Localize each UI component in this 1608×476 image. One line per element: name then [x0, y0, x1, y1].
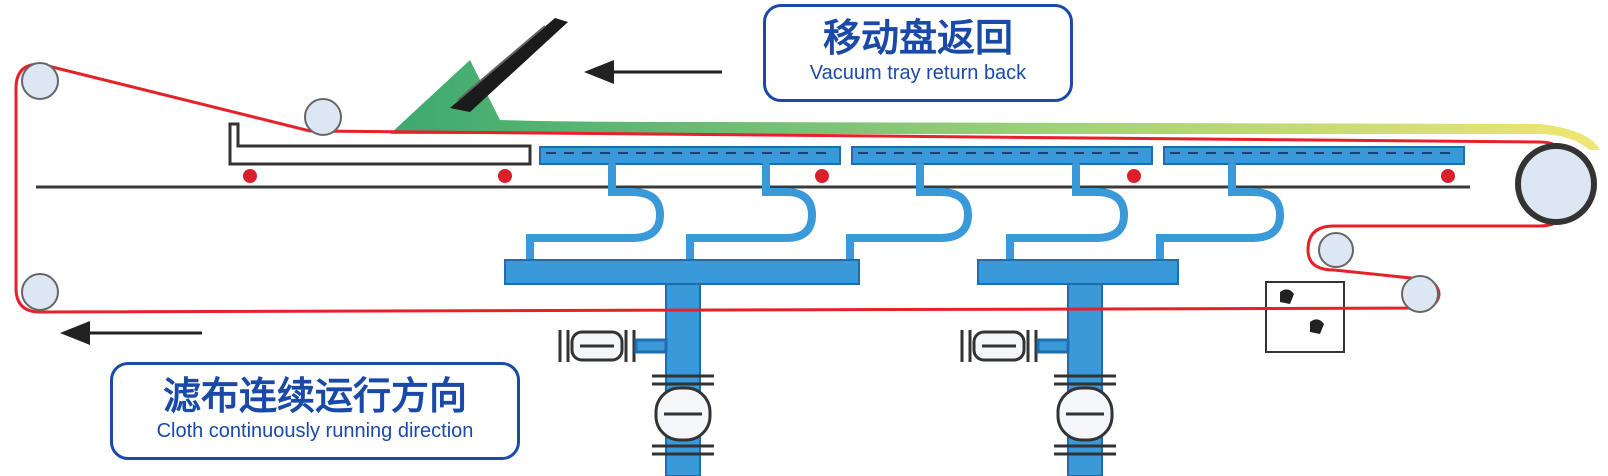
- cloth-direction-label-cn: 滤布连续运行方向: [162, 374, 467, 418]
- tray-return-label-cn: 移动盘返回: [822, 16, 1013, 60]
- tray-wheel: [498, 169, 512, 183]
- valve-icon: [558, 330, 668, 362]
- arrow-left-icon: [60, 321, 202, 345]
- cloth-direction-label-en: Cloth continuously running direction: [156, 420, 474, 442]
- tray-return-label-en: Vacuum tray return back: [809, 62, 1027, 84]
- vacuum-header-pipe: [1067, 283, 1103, 476]
- roller-icon: [1318, 232, 1354, 268]
- roller-icon: [1401, 275, 1439, 313]
- cloth-direction-callout: 滤布连续运行方向 Cloth continuously running dire…: [110, 362, 520, 460]
- vacuum-tray: [539, 146, 841, 183]
- return-tray: [228, 122, 532, 166]
- vacuum-manifold: [504, 259, 860, 285]
- feed-chute-icon: [450, 18, 568, 112]
- valve-icon: [960, 330, 1070, 362]
- vacuum-header-pipe: [665, 283, 701, 476]
- roller-icon: [21, 62, 59, 100]
- roller-icon: [304, 98, 342, 136]
- tray-wheel: [243, 169, 257, 183]
- drive-roller-icon: [1515, 143, 1597, 225]
- vacuum-hoses: [526, 162, 1285, 262]
- vacuum-tray: [851, 146, 1153, 183]
- filter-cake: [390, 60, 1600, 150]
- roller-icon: [21, 273, 59, 311]
- spray-nozzle-icon: [1265, 281, 1345, 353]
- vacuum-manifold: [977, 259, 1179, 285]
- vacuum-tray: [1163, 146, 1465, 183]
- tray-return-callout: 移动盘返回 Vacuum tray return back: [763, 4, 1073, 102]
- arrow-left-icon: [584, 60, 722, 84]
- valve-icon: [652, 374, 714, 456]
- valve-icon: [1054, 374, 1116, 456]
